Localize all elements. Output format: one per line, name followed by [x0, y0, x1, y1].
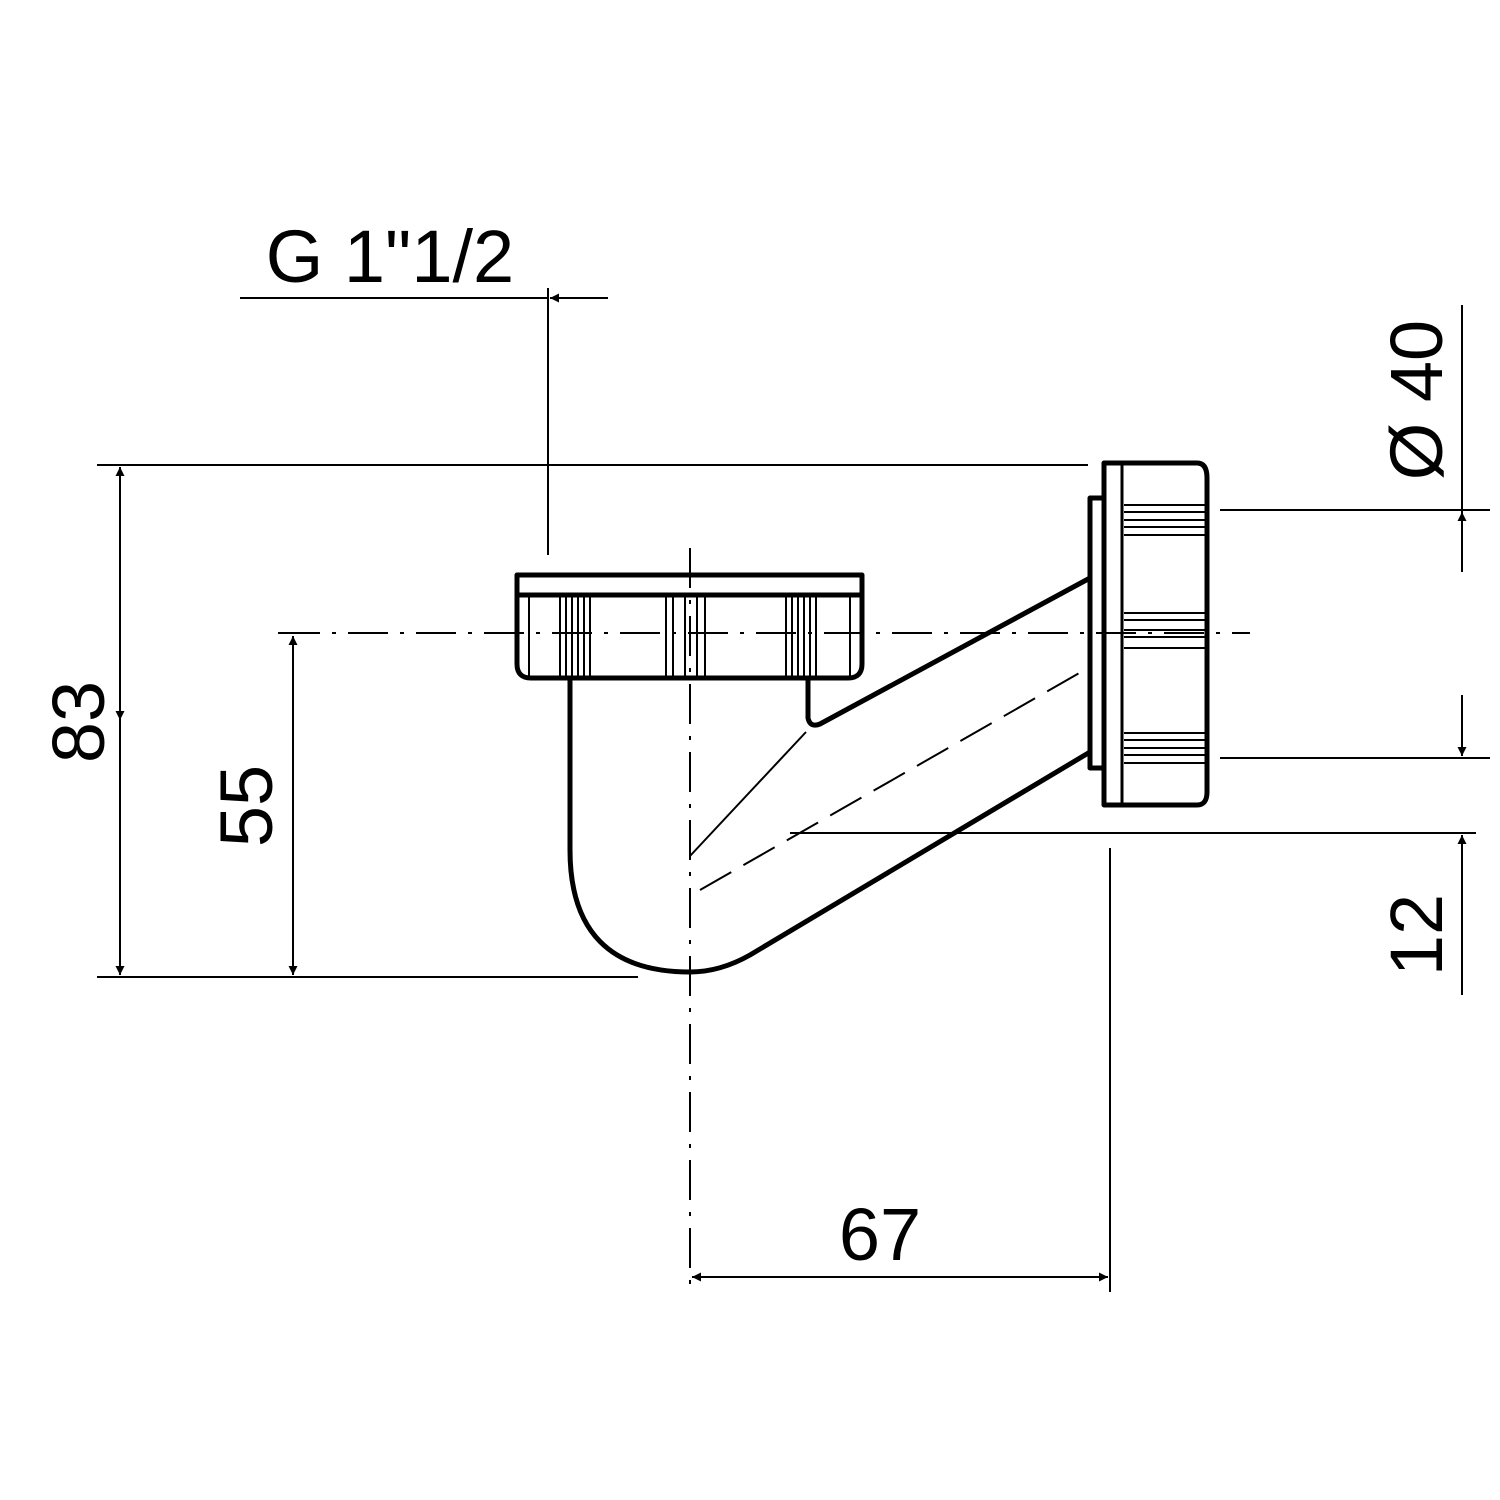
right-nut: [1087, 460, 1210, 808]
extension-lines: [97, 288, 1490, 1292]
total-height-label: 83: [37, 681, 120, 763]
center-height-label: 55: [205, 765, 288, 847]
diameter-label: Ø 40: [1375, 320, 1458, 480]
pipe-body: [567, 575, 1092, 975]
thread-size-label: G 1"1/2: [266, 215, 514, 298]
bottom-offset-label: 12: [1375, 894, 1458, 976]
horizontal-offset-label: 67: [839, 1193, 921, 1276]
top-nut: [514, 572, 865, 681]
dimension-lines: [115, 293, 1467, 1282]
